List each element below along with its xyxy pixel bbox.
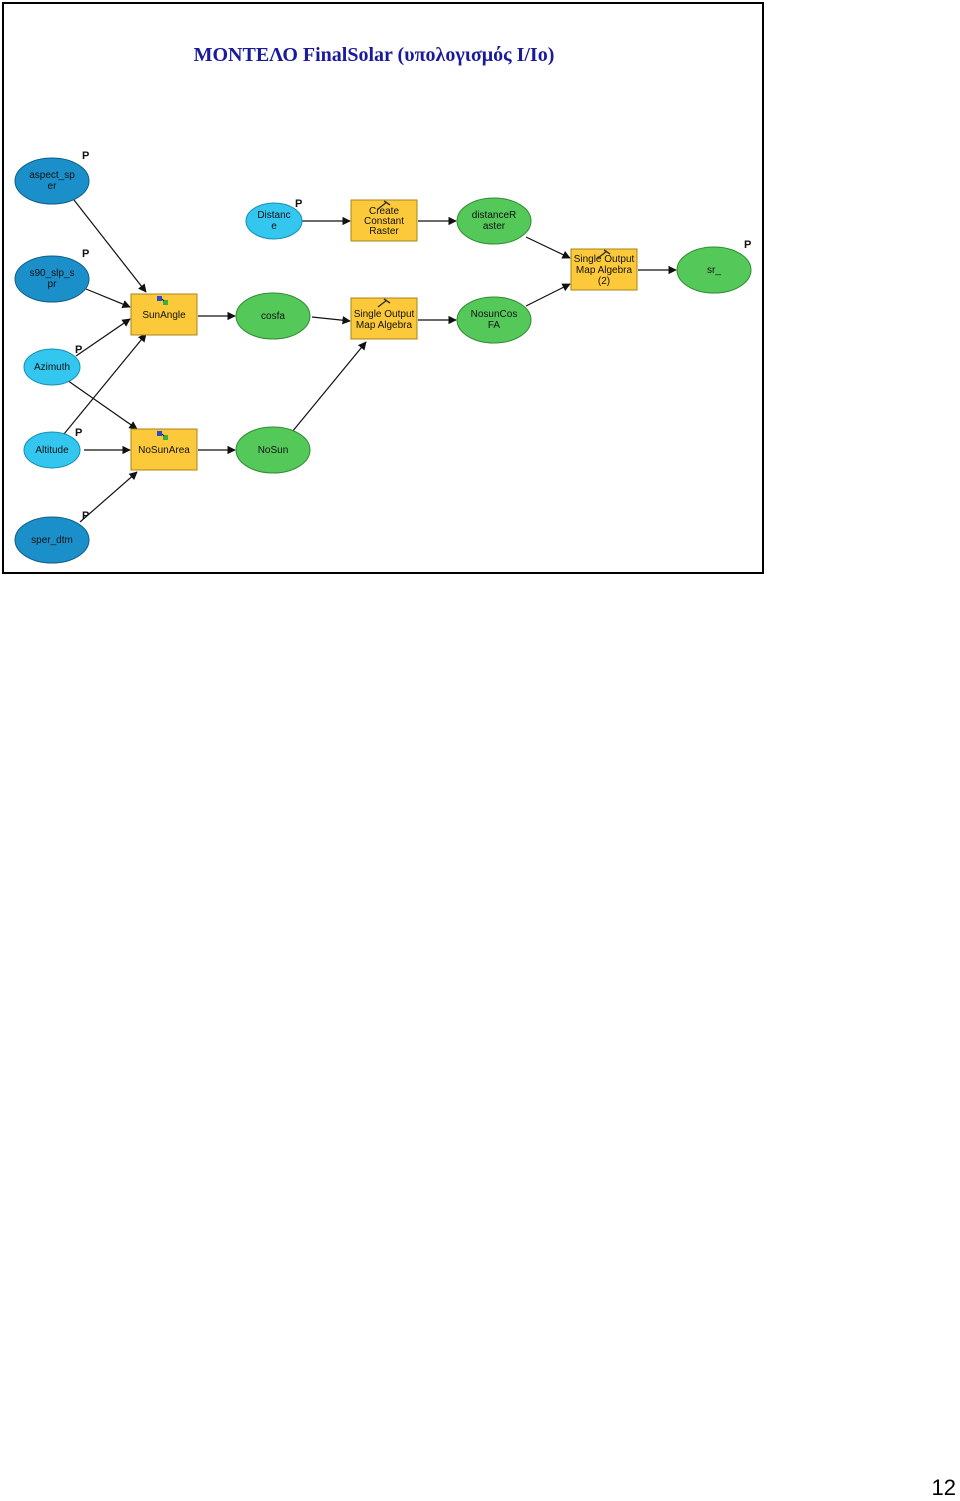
model-tool-icon: [157, 431, 168, 440]
node-label: Constant: [364, 216, 404, 227]
hammer-icon: [597, 249, 611, 259]
node-label: NoSunArea: [138, 445, 190, 456]
connectors: [63, 199, 677, 523]
input-aspect-node[interactable]: aspect_sp er P: [14, 150, 90, 205]
connector-azimuth-to-nosunarea: [63, 377, 138, 430]
model-tool-icon: [157, 296, 168, 305]
output-distance-raster-node[interactable]: distanceR aster: [456, 197, 532, 245]
node-label: Map Algebra: [356, 320, 413, 331]
parameter-marker: P: [82, 248, 89, 260]
connector-slope-to-sunangle: [85, 288, 131, 309]
input-slope-node[interactable]: s90_slp_s pr P: [14, 248, 90, 303]
tool-nosunarea-node[interactable]: NoSunArea: [130, 428, 198, 471]
node-label: sr_: [707, 265, 721, 276]
parameter-marker: P: [744, 239, 751, 251]
model-diagram: aspect_sp er P s90_slp_s pr P Azimuth P …: [14, 150, 752, 564]
input-dtm-node[interactable]: sper_dtm P: [14, 510, 90, 564]
node-label: s90_slp_s: [29, 268, 74, 279]
node-label: Create: [369, 206, 399, 217]
slide: ΜΟΝΤΕΛΟ FinalSolar (υπολογισμός I/Io): [2, 2, 764, 574]
node-label: pr: [48, 279, 58, 290]
node-label: Map Algebra: [576, 265, 633, 276]
node-label: distanceR: [472, 210, 516, 221]
slide-title: ΜΟΝΤΕΛΟ FinalSolar (υπολογισμός I/Io): [193, 44, 555, 66]
output-cosfa-node[interactable]: cosfa: [235, 292, 311, 340]
connector-azimuth-to-sunangle: [75, 318, 131, 357]
connector-dtm-to-nosunarea: [79, 471, 138, 523]
connector-nosuncosfa-to-mapalgebra2: [525, 283, 571, 307]
node-label: cosfa: [261, 311, 285, 322]
node-label: SunAngle: [142, 310, 186, 321]
parameter-marker: P: [82, 510, 89, 522]
connector-altitude-to-sunangle: [63, 333, 147, 435]
node-label: Raster: [369, 226, 399, 237]
node-label: er: [48, 181, 58, 192]
tool-map-algebra-node[interactable]: Single Output Map Algebra: [350, 297, 418, 340]
node-label: e: [271, 221, 277, 232]
input-azimuth-node[interactable]: Azimuth P: [23, 344, 82, 386]
node-label: Single Output: [574, 254, 635, 265]
node-label: NosunCos: [471, 309, 518, 320]
node-label: (2): [598, 276, 610, 287]
node-label: NoSun: [258, 445, 289, 456]
hammer-icon: [377, 200, 391, 210]
node-label: Distanc: [257, 210, 290, 221]
node-label: aspect_sp: [29, 170, 75, 181]
tool-sunangle-node[interactable]: SunAngle: [130, 293, 198, 336]
output-nosuncosfa-node[interactable]: NosunCos FA: [456, 296, 532, 344]
hammer-icon: [377, 298, 391, 308]
parameter-marker: P: [75, 344, 82, 356]
node-label: FA: [488, 320, 501, 331]
node-label: aster: [483, 221, 506, 232]
parameter-marker: P: [295, 198, 302, 210]
parameter-marker: P: [82, 150, 89, 162]
input-altitude-node[interactable]: Altitude P: [23, 427, 82, 469]
node-label: Single Output: [354, 309, 415, 320]
page-number: 12: [931, 1475, 956, 1500]
tool-map-algebra-2-node[interactable]: Single Output Map Algebra (2): [570, 248, 638, 291]
connector-nosun-to-mapalgebra: [291, 341, 367, 433]
parameter-marker: P: [75, 427, 82, 439]
output-nosun-node[interactable]: NoSun: [235, 426, 311, 474]
node-label: sper_dtm: [31, 535, 73, 546]
node-label: Azimuth: [34, 362, 70, 373]
output-sr-node[interactable]: sr_ P: [676, 239, 752, 294]
connector-aspect-to-sunangle: [73, 199, 147, 293]
connector-cosfa-to-mapalgebra: [311, 316, 351, 325]
input-distance-node[interactable]: Distanc e P: [245, 198, 303, 240]
connector-distanceraster-to-mapalgebra2: [525, 236, 571, 259]
tool-create-constant-raster-node[interactable]: Create Constant Raster: [350, 199, 418, 242]
node-label: Altitude: [35, 445, 69, 456]
